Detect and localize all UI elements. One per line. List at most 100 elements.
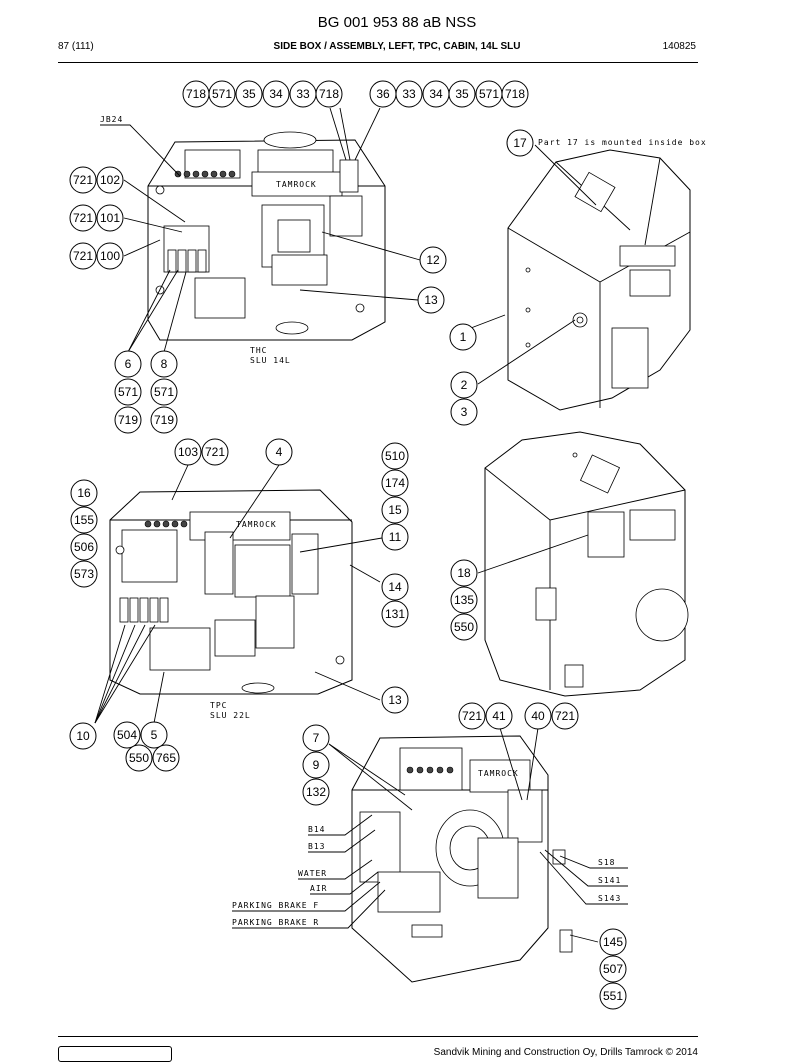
callout-34: 34 bbox=[262, 80, 290, 108]
document-title: BG 001 953 88 aB NSS bbox=[317, 14, 477, 31]
s141-label: S141 bbox=[598, 876, 621, 885]
svg-text:1: 1 bbox=[460, 330, 467, 344]
callout-550: 550 bbox=[450, 613, 478, 641]
callout-14: 14 bbox=[381, 573, 409, 601]
svg-text:721: 721 bbox=[73, 249, 93, 263]
callout-9: 9 bbox=[302, 751, 330, 779]
svg-text:41: 41 bbox=[492, 709, 506, 723]
svg-text:718: 718 bbox=[186, 87, 206, 101]
svg-text:155: 155 bbox=[74, 513, 94, 527]
svg-text:35: 35 bbox=[242, 87, 256, 101]
callout-718: 718 bbox=[501, 80, 529, 108]
callout-132: 132 bbox=[302, 778, 330, 806]
callout-573: 573 bbox=[70, 560, 98, 588]
callout-135: 135 bbox=[450, 586, 478, 614]
document-code: 140825 bbox=[662, 41, 696, 52]
svg-text:571: 571 bbox=[118, 385, 138, 399]
part17-note: Part 17 is mounted inside box bbox=[538, 138, 707, 147]
s18-label: S18 bbox=[598, 858, 615, 867]
svg-text:34: 34 bbox=[269, 87, 283, 101]
svg-text:4: 4 bbox=[276, 445, 283, 459]
callouts: 718 571 35 34 33 718 36 33 34 35 571 718… bbox=[69, 80, 627, 1010]
svg-text:573: 573 bbox=[74, 567, 94, 581]
svg-text:550: 550 bbox=[454, 620, 474, 634]
callout-721: 721 bbox=[551, 702, 579, 730]
svg-text:132: 132 bbox=[306, 785, 326, 799]
callout-100: 100 bbox=[96, 242, 124, 270]
svg-text:719: 719 bbox=[154, 413, 174, 427]
callout-721: 721 bbox=[69, 204, 97, 232]
svg-text:7: 7 bbox=[313, 731, 320, 745]
callout-36: 36 bbox=[369, 80, 397, 108]
svg-text:721: 721 bbox=[205, 445, 225, 459]
callout-718: 718 bbox=[182, 80, 210, 108]
callout-131: 131 bbox=[381, 600, 409, 628]
water-label: WATER bbox=[298, 869, 327, 878]
callout-18: 18 bbox=[450, 559, 478, 587]
svg-text:135: 135 bbox=[454, 593, 474, 607]
side-box-exterior-front: Part 17 is mounted inside box bbox=[507, 138, 707, 411]
svg-text:504: 504 bbox=[117, 728, 137, 742]
svg-text:131: 131 bbox=[385, 607, 405, 621]
callout-721: 721 bbox=[458, 702, 486, 730]
callout-34: 34 bbox=[422, 80, 450, 108]
callout-721: 721 bbox=[69, 166, 97, 194]
svg-text:571: 571 bbox=[154, 385, 174, 399]
callout-40: 40 bbox=[524, 702, 552, 730]
svg-text:14: 14 bbox=[388, 580, 402, 594]
callout-145: 145 bbox=[599, 928, 627, 956]
callout-33: 33 bbox=[395, 80, 423, 108]
svg-text:765: 765 bbox=[156, 751, 176, 765]
svg-text:721: 721 bbox=[462, 709, 482, 723]
svg-text:17: 17 bbox=[513, 136, 527, 150]
callout-35: 35 bbox=[235, 80, 263, 108]
callout-510: 510 bbox=[381, 442, 409, 470]
tamrock-label-3: TAMROCK bbox=[478, 769, 519, 778]
callout-12: 12 bbox=[419, 246, 447, 274]
callout-17: 17 bbox=[506, 129, 534, 157]
svg-text:550: 550 bbox=[129, 751, 149, 765]
svg-text:145: 145 bbox=[603, 935, 623, 949]
jb24-label: JB24 bbox=[100, 115, 123, 124]
tamrock-label-1: TAMROCK bbox=[276, 180, 317, 189]
callout-13: 13 bbox=[417, 286, 445, 314]
svg-text:8: 8 bbox=[161, 357, 168, 371]
callout-551: 551 bbox=[599, 982, 627, 1010]
callout-155: 155 bbox=[70, 506, 98, 534]
svg-text:33: 33 bbox=[296, 87, 310, 101]
svg-text:36: 36 bbox=[376, 87, 390, 101]
b13-label: B13 bbox=[308, 842, 325, 851]
svg-text:11: 11 bbox=[389, 530, 402, 544]
callout-174: 174 bbox=[381, 469, 409, 497]
svg-text:16: 16 bbox=[77, 486, 91, 500]
callout-550: 550 bbox=[125, 744, 153, 772]
page-number: 87 (111) bbox=[58, 41, 94, 52]
svg-text:40: 40 bbox=[531, 709, 545, 723]
callout-10: 10 bbox=[69, 722, 97, 750]
callout-719: 719 bbox=[150, 406, 178, 434]
callout-11: 11 bbox=[381, 523, 409, 551]
callout-103: 103 bbox=[174, 438, 202, 466]
parking-brake-f-label: PARKING BRAKE F bbox=[232, 901, 319, 910]
svg-text:33: 33 bbox=[402, 87, 416, 101]
callout-33: 33 bbox=[289, 80, 317, 108]
svg-text:721: 721 bbox=[73, 211, 93, 225]
svg-text:551: 551 bbox=[603, 989, 623, 1003]
s143-label: S143 bbox=[598, 894, 621, 903]
callout-571: 571 bbox=[475, 80, 503, 108]
footer-rule bbox=[58, 1036, 698, 1037]
callout-507: 507 bbox=[599, 955, 627, 983]
svg-text:506: 506 bbox=[74, 540, 94, 554]
document-subtitle: SIDE BOX / ASSEMBLY, LEFT, TPC, CABIN, 1… bbox=[273, 41, 521, 52]
slu14l-label: SLU 14L bbox=[250, 356, 291, 365]
callout-102: 102 bbox=[96, 166, 124, 194]
callout-5: 5 bbox=[140, 721, 168, 749]
svg-text:100: 100 bbox=[100, 249, 120, 263]
slu22l-label: SLU 22L bbox=[210, 711, 251, 720]
callout-4: 4 bbox=[265, 438, 293, 466]
side-box-bottom-assembly: TAMROCK B14 B13 WATER AIR PARKING BRAKE … bbox=[232, 735, 628, 983]
svg-text:5: 5 bbox=[151, 728, 158, 742]
svg-text:719: 719 bbox=[118, 413, 138, 427]
callout-3: 3 bbox=[450, 398, 478, 426]
